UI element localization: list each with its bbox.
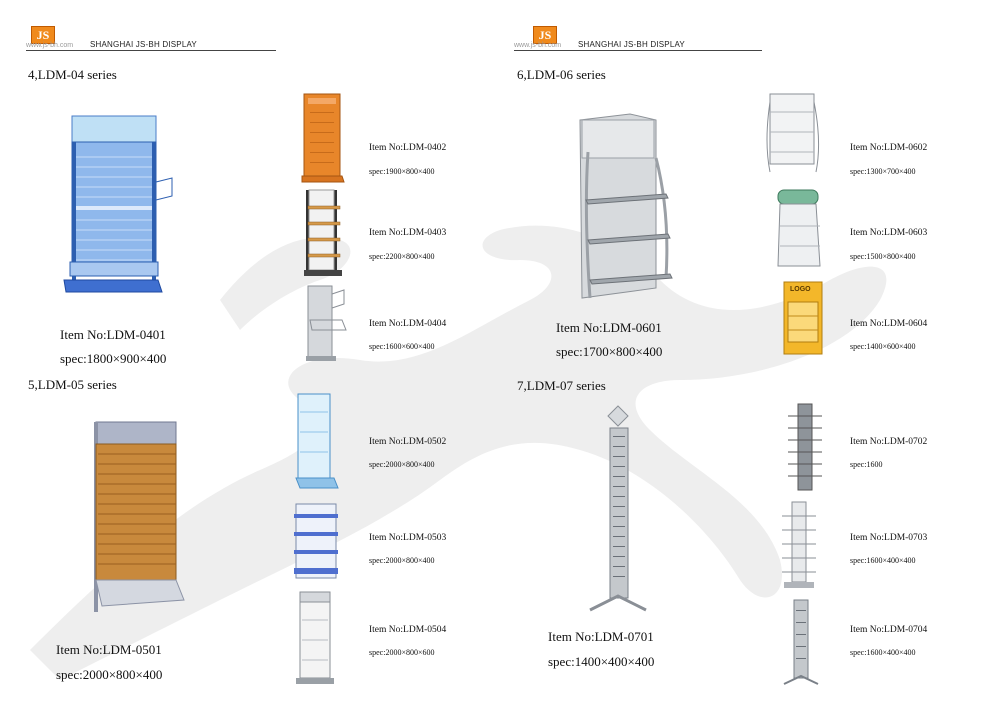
item-number: Item No:LDM-0401 [60,327,166,342]
product-image-ldm-0603 [777,189,821,267]
product-image-ldm-0403 [304,189,342,276]
item-spec: spec:1700×800×400 [556,344,663,359]
series-title-06: 6,LDM-06 series [517,67,606,82]
item-number: Item No:LDM-0504 [369,625,447,635]
item-number: Item No:LDM-0503 [369,533,447,543]
item-spec: spec:2000×800×600 [369,648,435,657]
item-number: Item No:LDM-0703 [850,533,928,543]
item-spec: spec:2000×800×400 [369,556,435,565]
product-image-ldm-0703 [782,501,816,588]
item-number: Item No:LDM-0403 [369,228,447,238]
header-url: www.js-bh.com [26,42,74,49]
product-image-ldm-0502 [295,393,339,489]
item-spec: spec:1600×400×400 [850,556,916,565]
series-title-05: 5,LDM-05 series [28,377,117,392]
item-spec: spec:2000×800×400 [56,667,163,682]
item-number: Item No:LDM-0404 [369,319,447,329]
header-url: www.js-bh.com [514,42,562,49]
product-image-ldm-0704 [783,599,819,685]
item-number: Item No:LDM-0704 [850,625,928,635]
item-number: Item No:LDM-0701 [548,629,654,644]
item-spec: spec:1400×400×400 [548,654,655,669]
item-spec: spec:1500×800×400 [850,252,916,261]
item-spec: spec:1300×700×400 [850,167,916,176]
item-spec: spec:1600×400×400 [850,648,916,657]
series-title-07: 7,LDM-07 series [517,378,606,393]
item-number: Item No:LDM-0402 [369,143,447,153]
item-spec: spec:1900×800×400 [369,167,435,176]
item-number: Item No:LDM-0601 [556,320,662,335]
product-image-ldm-0404 [306,285,347,361]
product-image-ldm-0601 [579,113,673,299]
item-number: Item No:LDM-0502 [369,437,447,447]
brand-logo: JS [533,26,557,44]
product-image-ldm-0604 [783,281,823,355]
item-number: Item No:LDM-0501 [56,642,162,657]
product-image-ldm-0402 [301,93,345,183]
series-title-04: 4,LDM-04 series [28,67,117,82]
header-rule [514,50,762,51]
item-spec: spec:1800×900×400 [60,351,167,366]
item-spec: spec:2200×800×400 [369,252,435,261]
header-rule [26,50,276,51]
product-image-ldm-0701 [589,405,647,612]
product-image-ldm-0401 [63,115,173,293]
item-number: Item No:LDM-0604 [850,319,928,329]
header-company: SHANGHAI JS-BH DISPLAY [90,40,197,49]
item-number: Item No:LDM-0602 [850,143,928,153]
item-spec: spec:1400×600×400 [850,342,916,351]
item-number: Item No:LDM-0603 [850,228,928,238]
product-image-ldm-0503 [294,503,338,579]
item-spec: spec:1600×600×400 [369,342,435,351]
item-spec: spec:2000×800×400 [369,460,435,469]
header-company: SHANGHAI JS-BH DISPLAY [578,40,685,49]
product-image-ldm-0602 [766,93,820,173]
item-spec: spec:1600 [850,460,883,469]
product-image-ldm-0501 [94,421,185,612]
logo-placeholder-text: LOGO [790,286,811,293]
brand-logo: JS [31,26,55,44]
product-image-ldm-0504 [296,591,334,684]
product-image-ldm-0702 [788,403,822,491]
item-number: Item No:LDM-0702 [850,437,928,447]
